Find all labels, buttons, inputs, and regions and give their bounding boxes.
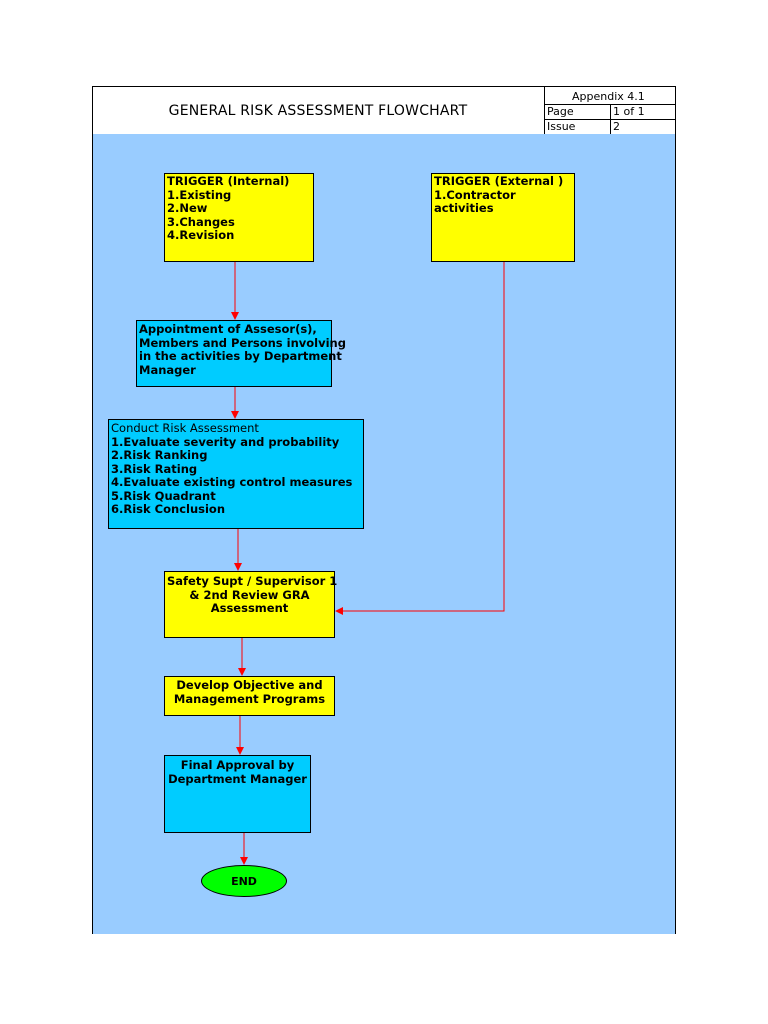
node-line: & 2nd Review GRA xyxy=(189,587,310,602)
page-value: 1 of 1 xyxy=(613,105,645,118)
arrow-external-to-review xyxy=(335,262,505,615)
node-line: 4.Evaluate existing control measures xyxy=(111,475,353,489)
end-terminator: END xyxy=(201,865,287,897)
node-line: Safety Supt / Supervisor 1 xyxy=(167,574,338,588)
node-line: Manager xyxy=(139,362,196,377)
develop-programs-box: Develop Objective and Management Program… xyxy=(164,676,335,716)
node-line: Develop Objective and xyxy=(176,678,323,692)
node-line: Final Approval by xyxy=(180,758,295,772)
conduct-risk-assessment-box: Conduct Risk Assessment 1.Evaluate sever… xyxy=(108,419,364,529)
node-line: in the activities by Department xyxy=(139,349,342,363)
node-line: activities xyxy=(434,201,494,215)
node-line: Appointment of Assesor(s), xyxy=(139,322,317,336)
final-approval-box: Final Approval by Department Manager xyxy=(164,755,311,833)
page-title: GENERAL RISK ASSESSMENT FLOWCHART xyxy=(168,103,468,119)
node-line: 3.Risk Rating xyxy=(111,461,198,476)
node-line: 2.New xyxy=(167,201,208,215)
issue-label: Issue xyxy=(547,120,576,133)
node-line: TRIGGER (External ) xyxy=(434,174,564,188)
page-label: Page xyxy=(547,105,574,118)
node-line: Members and Persons involving xyxy=(139,335,346,350)
node-line: 6.Risk Conclusion xyxy=(111,502,226,516)
appendix-label: Appendix 4.1 xyxy=(572,90,645,103)
node-line: 3.Changes xyxy=(167,214,235,229)
header-divider xyxy=(544,86,545,136)
node-line: 1.Evaluate severity and probability xyxy=(111,434,340,449)
review-box: Safety Supt / Supervisor 1 & 2nd Review … xyxy=(164,571,338,638)
trigger-internal-box: TRIGGER (Internal) 1.Existing 2.New 3.Ch… xyxy=(164,173,314,262)
trigger-external-box: TRIGGER (External ) 1.Contractor activit… xyxy=(431,173,575,262)
node-line: Department Manager xyxy=(168,771,307,786)
node-line: TRIGGER (Internal) xyxy=(167,174,290,188)
node-line: Conduct Risk Assessment xyxy=(111,421,259,435)
issue-value: 2 xyxy=(613,120,620,133)
node-line: Management Programs xyxy=(173,691,326,706)
node-line: 5.Risk Quadrant xyxy=(111,488,216,503)
node-line: Assessment xyxy=(210,601,289,615)
node-line: 1.Contractor xyxy=(434,187,516,202)
node-line: 2.Risk Ranking xyxy=(111,448,208,462)
node-line: 1.Existing xyxy=(167,187,232,202)
node-line: 4.Revision xyxy=(167,228,235,242)
appointment-box: Appointment of Assesor(s), Members and P… xyxy=(136,320,346,387)
